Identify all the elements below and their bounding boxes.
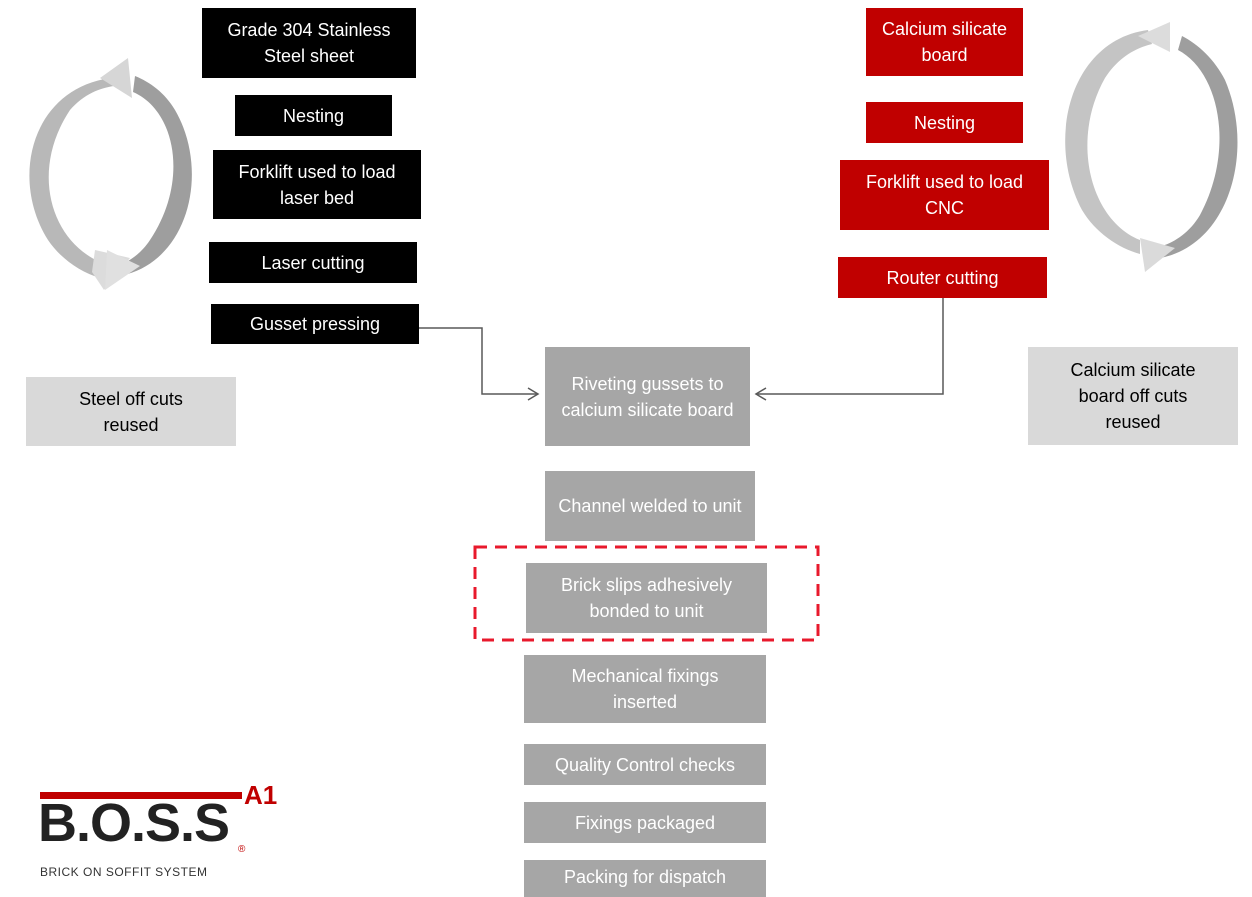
assembly-step-packing-dispatch: Packing for dispatch: [524, 860, 766, 897]
logo-registered-mark: ®: [238, 844, 246, 855]
assembly-step-riveting: Riveting gussets to calcium silicate boa…: [545, 347, 750, 446]
steel-step-nesting: Nesting: [235, 95, 392, 136]
steel-reuse-note: Steel off cuts reused: [26, 377, 236, 446]
assembly-step-quality-control: Quality Control checks: [524, 744, 766, 785]
assembly-step-fixings-packaged: Fixings packaged: [524, 802, 766, 843]
assembly-step-channel-welded: Channel welded to unit: [545, 471, 755, 541]
steel-step-forklift: Forklift used to load laser bed: [213, 150, 421, 219]
steel-recycle-icon: [29, 58, 192, 290]
board-recycle-icon: [1065, 22, 1238, 272]
boss-logo: A1 B.O.S.S ® BRICK ON SOFFIT SYSTEM: [38, 780, 288, 890]
highlight-outline: [473, 545, 820, 642]
assembly-step-mechanical-fixings: Mechanical fixings inserted: [524, 655, 766, 723]
board-step-nesting: Nesting: [866, 102, 1023, 143]
steel-step-sheet: Grade 304 Stainless Steel sheet: [202, 8, 416, 78]
logo-wordmark: B.O.S.S: [38, 793, 230, 853]
logo-tagline: BRICK ON SOFFIT SYSTEM: [40, 865, 208, 879]
gusset-connector: [418, 327, 538, 395]
board-step-material: Calcium silicate board: [866, 8, 1023, 76]
steel-step-laser-cutting: Laser cutting: [209, 242, 417, 283]
board-step-router-cutting: Router cutting: [838, 257, 1047, 298]
logo-superscript: A1: [244, 780, 278, 810]
board-reuse-note: Calcium silicate board off cuts reused: [1028, 347, 1238, 445]
board-step-forklift: Forklift used to load CNC: [840, 160, 1049, 230]
logo-bar: [40, 792, 242, 799]
assembly-step-brick-slips: Brick slips adhesively bonded to unit: [526, 563, 767, 633]
steel-step-gusset-pressing: Gusset pressing: [211, 304, 419, 344]
router-connector: [756, 298, 944, 395]
